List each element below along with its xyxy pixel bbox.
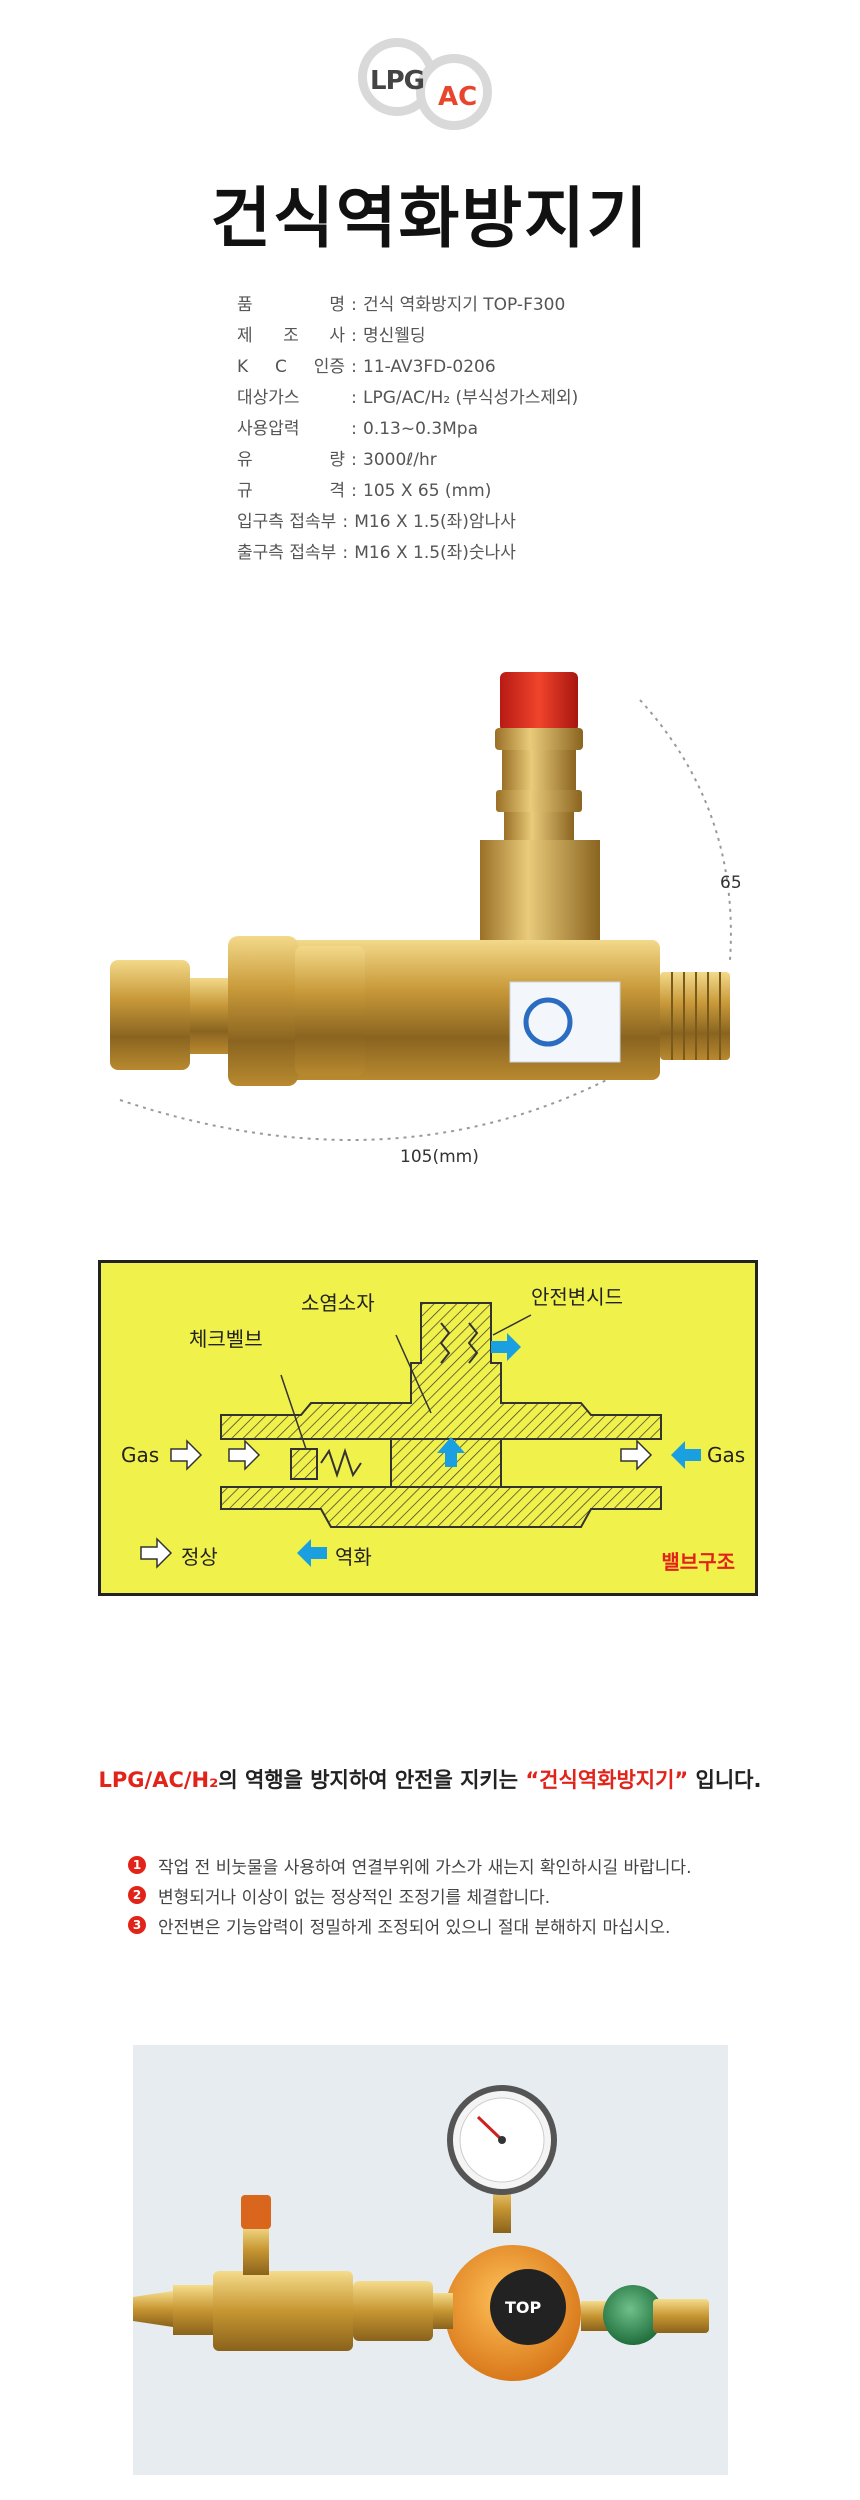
- spec-row-gas: 대상가스 : LPG/AC/H₂ (부식성가스제외): [237, 383, 677, 414]
- logo-lpg-text: LPG: [370, 66, 425, 96]
- statement-suffix: 입니다.: [688, 1768, 762, 1792]
- spec-label: 대상가스: [237, 388, 300, 408]
- spec-value: LPG/AC/H₂ (부식성가스제외): [363, 388, 579, 408]
- note-item: 3 안전변은 기능압력이 정밀하게 조정되어 있으니 절대 분해하지 마십시오.: [128, 1910, 808, 1940]
- spec-colon: :: [351, 481, 357, 501]
- note-number-badge: 1: [128, 1856, 146, 1874]
- product-image: 65(mm) 105(mm): [100, 660, 788, 1180]
- spec-label: 출구측 접속부: [237, 543, 337, 563]
- spec-value: 11-AV3FD-0206: [363, 357, 496, 377]
- spec-colon: :: [342, 543, 349, 563]
- label-gas-right: Gas: [707, 1443, 746, 1467]
- spec-row-size: 규 격 : 105 X 65 (mm): [237, 476, 677, 507]
- spec-colon: :: [351, 388, 357, 408]
- spec-colon: :: [351, 295, 357, 315]
- valve-structure-diagram: 체크벨브 소염소자 안전변시드 Gas Gas 정상 역화 밸브구조: [98, 1260, 758, 1596]
- spec-value: M16 X 1.5(좌)숫나사: [354, 543, 516, 563]
- spec-row-kc: K C 인증 : 11-AV3FD-0206: [237, 352, 677, 383]
- regulator-assembly-illustration: TOP: [133, 2085, 709, 2381]
- product-valve-illustration: 65(mm) 105(mm): [110, 672, 788, 1167]
- diagram-drawing: [140, 1302, 701, 1569]
- logo-ac-text: AC: [438, 82, 478, 112]
- spec-colon: :: [351, 450, 357, 470]
- dimension-arc-height: [639, 699, 732, 961]
- logo-circle-ac: [416, 54, 492, 130]
- height-dimension: 65(mm): [720, 873, 740, 893]
- spec-label: 유 량: [237, 450, 345, 470]
- statement-gases: LPG/AC/H₂: [98, 1768, 219, 1792]
- page-title: 건식역화방지기: [210, 180, 650, 257]
- statement-highlight: “건식역화방지기”: [525, 1768, 689, 1792]
- spec-row-outlet: 출구측 접속부 : M16 X 1.5(좌)숫나사: [237, 538, 677, 569]
- regulator-brand: TOP: [505, 2298, 542, 2317]
- note-item: 2 변형되거나 이상이 없는 정상적인 조정기를 체결합니다.: [128, 1880, 808, 1910]
- spec-label: K C 인증: [237, 357, 345, 377]
- note-text: 안전변은 기능압력이 정밀하게 조정되어 있으니 절대 분해하지 마십시오.: [158, 1917, 671, 1938]
- spec-colon: :: [342, 512, 349, 532]
- spec-row-maker: 제 조 사 : 명신웰딩: [237, 321, 677, 352]
- spec-value: 명신웰딩: [363, 326, 426, 346]
- label-check-valve: 체크벨브: [189, 1327, 263, 1351]
- spec-row-name: 품 명 : 건식 역화방지기 TOP-F300: [237, 290, 677, 321]
- dimension-arc-width: [119, 1049, 661, 1141]
- product-statement: LPG/AC/H₂의 역행을 방지하여 안전을 지키는 “건식역화방지기” 입니…: [0, 1764, 860, 1794]
- spec-value: 3000ℓ/hr: [363, 450, 437, 470]
- caution-notes: 1 작업 전 비눗물을 사용하여 연결부위에 가스가 새는지 확인하시길 바랍니…: [128, 1850, 808, 1940]
- note-text: 작업 전 비눗물을 사용하여 연결부위에 가스가 새는지 확인하시길 바랍니다.: [158, 1857, 692, 1878]
- spec-label: 입구측 접속부: [237, 512, 337, 532]
- spec-colon: :: [351, 326, 357, 346]
- spec-value: 105 X 65 (mm): [363, 481, 492, 501]
- note-number-badge: 2: [128, 1886, 146, 1904]
- spec-value: 건식 역화방지기 TOP-F300: [363, 295, 566, 315]
- spec-colon: :: [351, 419, 357, 439]
- spec-colon: :: [351, 357, 357, 377]
- legend-normal-label: 정상: [181, 1545, 218, 1569]
- legend-backfire-label: 역화: [335, 1545, 372, 1569]
- usage-photo: TOP: [133, 2045, 728, 2475]
- spec-value: 0.13~0.3Mpa: [363, 419, 479, 439]
- brand-logo: LPG AC: [340, 30, 520, 130]
- label-gas-left: Gas: [121, 1443, 160, 1467]
- spec-label: 품 명: [237, 295, 345, 315]
- spec-row-inlet: 입구측 접속부 : M16 X 1.5(좌)암나사: [237, 507, 677, 538]
- label-flame-arrester: 소염소자: [301, 1291, 375, 1315]
- red-cap: [500, 672, 578, 732]
- spec-row-flow: 유 량 : 3000ℓ/hr: [237, 445, 677, 476]
- spec-label: 제 조 사: [237, 326, 345, 346]
- note-text: 변형되거나 이상이 없는 정상적인 조정기를 체결합니다.: [158, 1887, 551, 1908]
- spec-list: 품 명 : 건식 역화방지기 TOP-F300 제 조 사 : 명신웰딩 K C…: [237, 290, 677, 569]
- diagram-title: 밸브구조: [661, 1550, 735, 1574]
- spec-label: 규 격: [237, 481, 345, 501]
- spec-value: M16 X 1.5(좌)암나사: [354, 512, 516, 532]
- note-number-badge: 3: [128, 1916, 146, 1934]
- width-dimension: 105(mm): [400, 1147, 479, 1167]
- spec-row-pressure: 사용압력 : 0.13~0.3Mpa: [237, 414, 677, 445]
- spec-label: 사용압력: [237, 419, 300, 439]
- label-safety-seed: 안전변시드: [531, 1285, 623, 1309]
- note-item: 1 작업 전 비눗물을 사용하여 연결부위에 가스가 새는지 확인하시길 바랍니…: [128, 1850, 808, 1880]
- statement-middle: 의 역행을 방지하여 안전을 지키는: [218, 1768, 526, 1792]
